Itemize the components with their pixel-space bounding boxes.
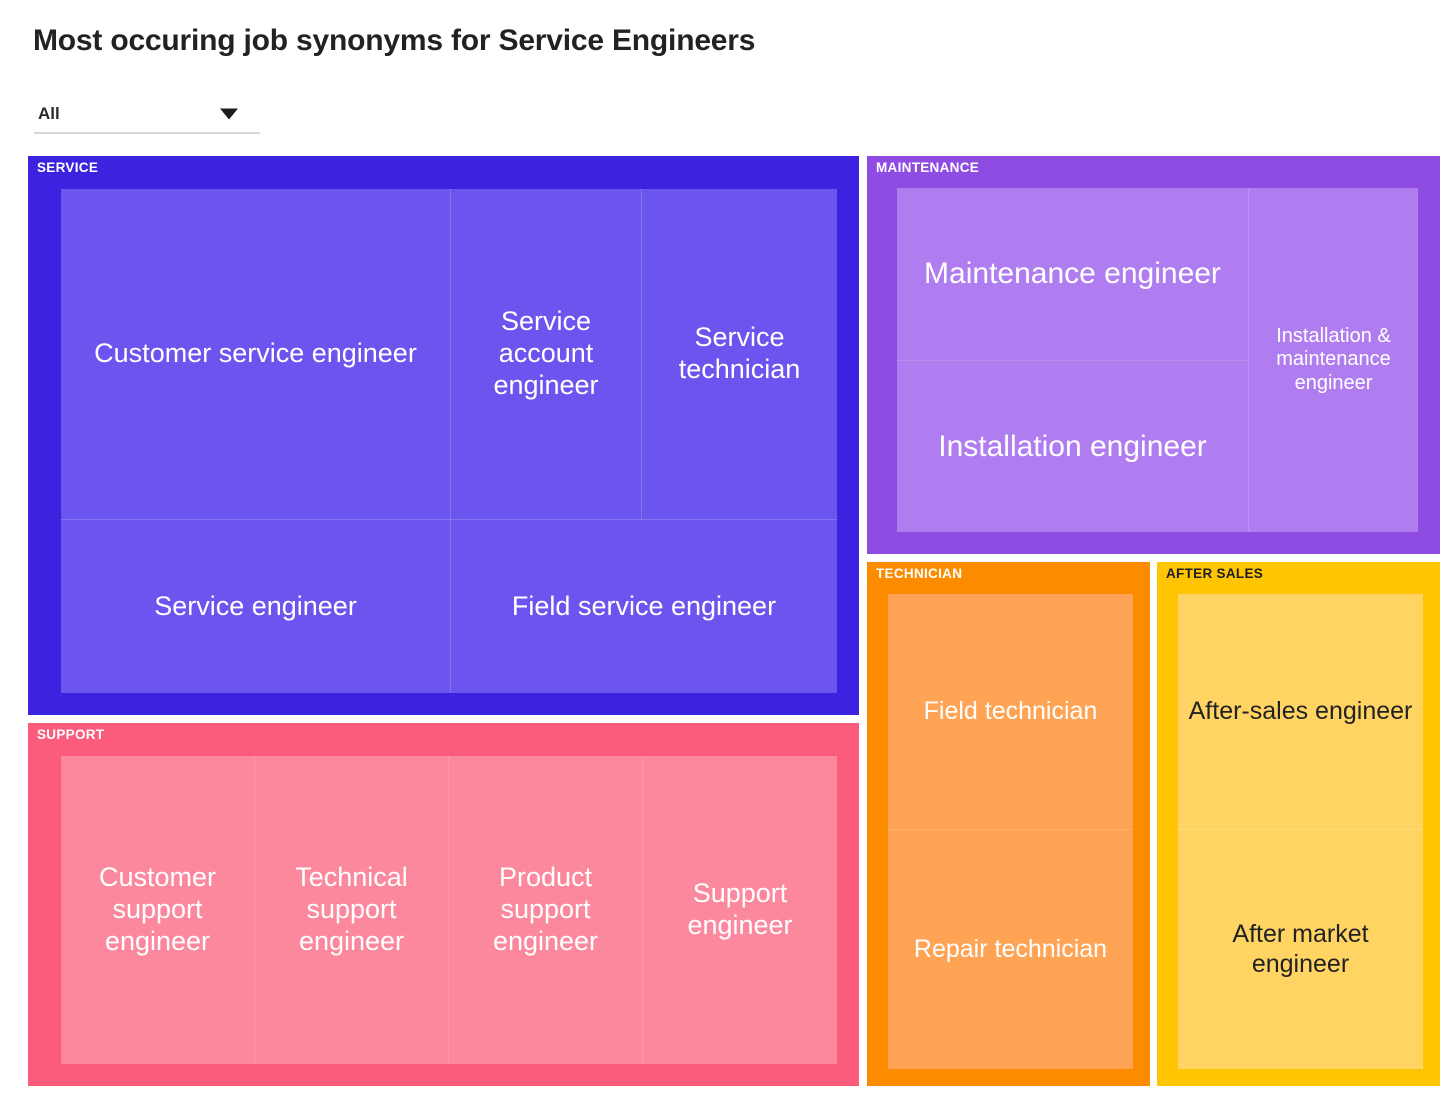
treemap-tile-service-technician[interactable]: Service technician bbox=[642, 189, 837, 519]
treemap-tile-service-account-engineer[interactable]: Service account engineer bbox=[451, 189, 641, 519]
treemap-tile-repair-technician[interactable]: Repair technician bbox=[888, 830, 1133, 1069]
treemap-tile-after-sales-engineer[interactable]: After-sales engineer bbox=[1178, 594, 1423, 829]
treemap-tiles-technician: Field technician Repair technician bbox=[888, 594, 1133, 1069]
treemap-group-support[interactable]: SUPPORT Customer support engineer Techni… bbox=[28, 723, 859, 1086]
treemap-group-maintenance[interactable]: MAINTENANCE Maintenance engineer Install… bbox=[867, 156, 1440, 554]
treemap-tile-installation-maintenance-engineer[interactable]: Installation & maintenance engineer bbox=[1249, 188, 1418, 532]
tile-label: Installation & maintenance engineer bbox=[1276, 324, 1391, 394]
tile-label: Service account engineer bbox=[493, 306, 599, 400]
tile-label: Service technician bbox=[678, 322, 801, 384]
treemap-tiles-after-sales: After-sales engineer After market engine… bbox=[1178, 594, 1423, 1069]
group-label-service: SERVICE bbox=[37, 160, 99, 175]
tile-label: Repair technician bbox=[913, 934, 1108, 963]
tile-label: After market engineer bbox=[1232, 920, 1369, 978]
treemap-tile-service-engineer[interactable]: Service engineer bbox=[61, 520, 450, 693]
group-label-support: SUPPORT bbox=[37, 727, 105, 742]
treemap-tile-product-support-engineer[interactable]: Product support engineer bbox=[449, 756, 642, 1064]
tile-label: Customer service engineer bbox=[94, 338, 417, 369]
treemap-tiles-maintenance: Maintenance engineer Installation engine… bbox=[897, 188, 1418, 532]
tile-label: Installation engineer bbox=[938, 429, 1207, 463]
treemap-group-service[interactable]: SERVICE Customer service engineer Servic… bbox=[28, 156, 859, 715]
tile-label: Technical support engineer bbox=[295, 862, 408, 956]
category-filter-dropdown[interactable]: All bbox=[34, 96, 260, 134]
tile-label: Field service engineer bbox=[511, 590, 777, 621]
treemap-group-after-sales[interactable]: AFTER SALES After-sales engineer After m… bbox=[1157, 562, 1440, 1086]
group-label-after-sales: AFTER SALES bbox=[1166, 566, 1264, 581]
tile-label: Maintenance engineer bbox=[924, 257, 1221, 291]
treemap-group-technician[interactable]: TECHNICIAN Field technician Repair techn… bbox=[867, 562, 1150, 1086]
tile-label: After-sales engineer bbox=[1188, 696, 1413, 725]
tile-label: Support engineer bbox=[687, 878, 793, 940]
treemap-tiles-service: Customer service engineer Service accoun… bbox=[61, 189, 837, 693]
tile-label: Product support engineer bbox=[492, 862, 599, 956]
treemap-tile-after-market-engineer[interactable]: After market engineer bbox=[1178, 830, 1423, 1069]
treemap-tile-field-technician[interactable]: Field technician bbox=[888, 594, 1133, 829]
treemap-tile-installation-engineer[interactable]: Installation engineer bbox=[897, 361, 1248, 532]
treemap-chart: SERVICE Customer service engineer Servic… bbox=[28, 156, 1440, 1086]
treemap-tile-field-service-engineer[interactable]: Field service engineer bbox=[451, 520, 837, 693]
tile-label: Field technician bbox=[923, 696, 1098, 725]
chevron-down-icon bbox=[220, 108, 238, 120]
category-filter-value: All bbox=[38, 104, 60, 123]
treemap-tile-maintenance-engineer[interactable]: Maintenance engineer bbox=[897, 188, 1248, 360]
tile-label: Service engineer bbox=[154, 590, 357, 621]
treemap-tile-support-engineer[interactable]: Support engineer bbox=[643, 756, 837, 1064]
page-title: Most occuring job synonyms for Service E… bbox=[33, 24, 756, 57]
treemap-tile-customer-support-engineer[interactable]: Customer support engineer bbox=[61, 756, 254, 1064]
treemap-tiles-support: Customer support engineer Technical supp… bbox=[61, 756, 837, 1064]
tile-label: Customer support engineer bbox=[98, 862, 217, 956]
treemap-tile-customer-service-engineer[interactable]: Customer service engineer bbox=[61, 189, 450, 519]
group-label-maintenance: MAINTENANCE bbox=[876, 160, 980, 175]
treemap-tile-technical-support-engineer[interactable]: Technical support engineer bbox=[255, 756, 448, 1064]
group-label-technician: TECHNICIAN bbox=[876, 566, 963, 581]
